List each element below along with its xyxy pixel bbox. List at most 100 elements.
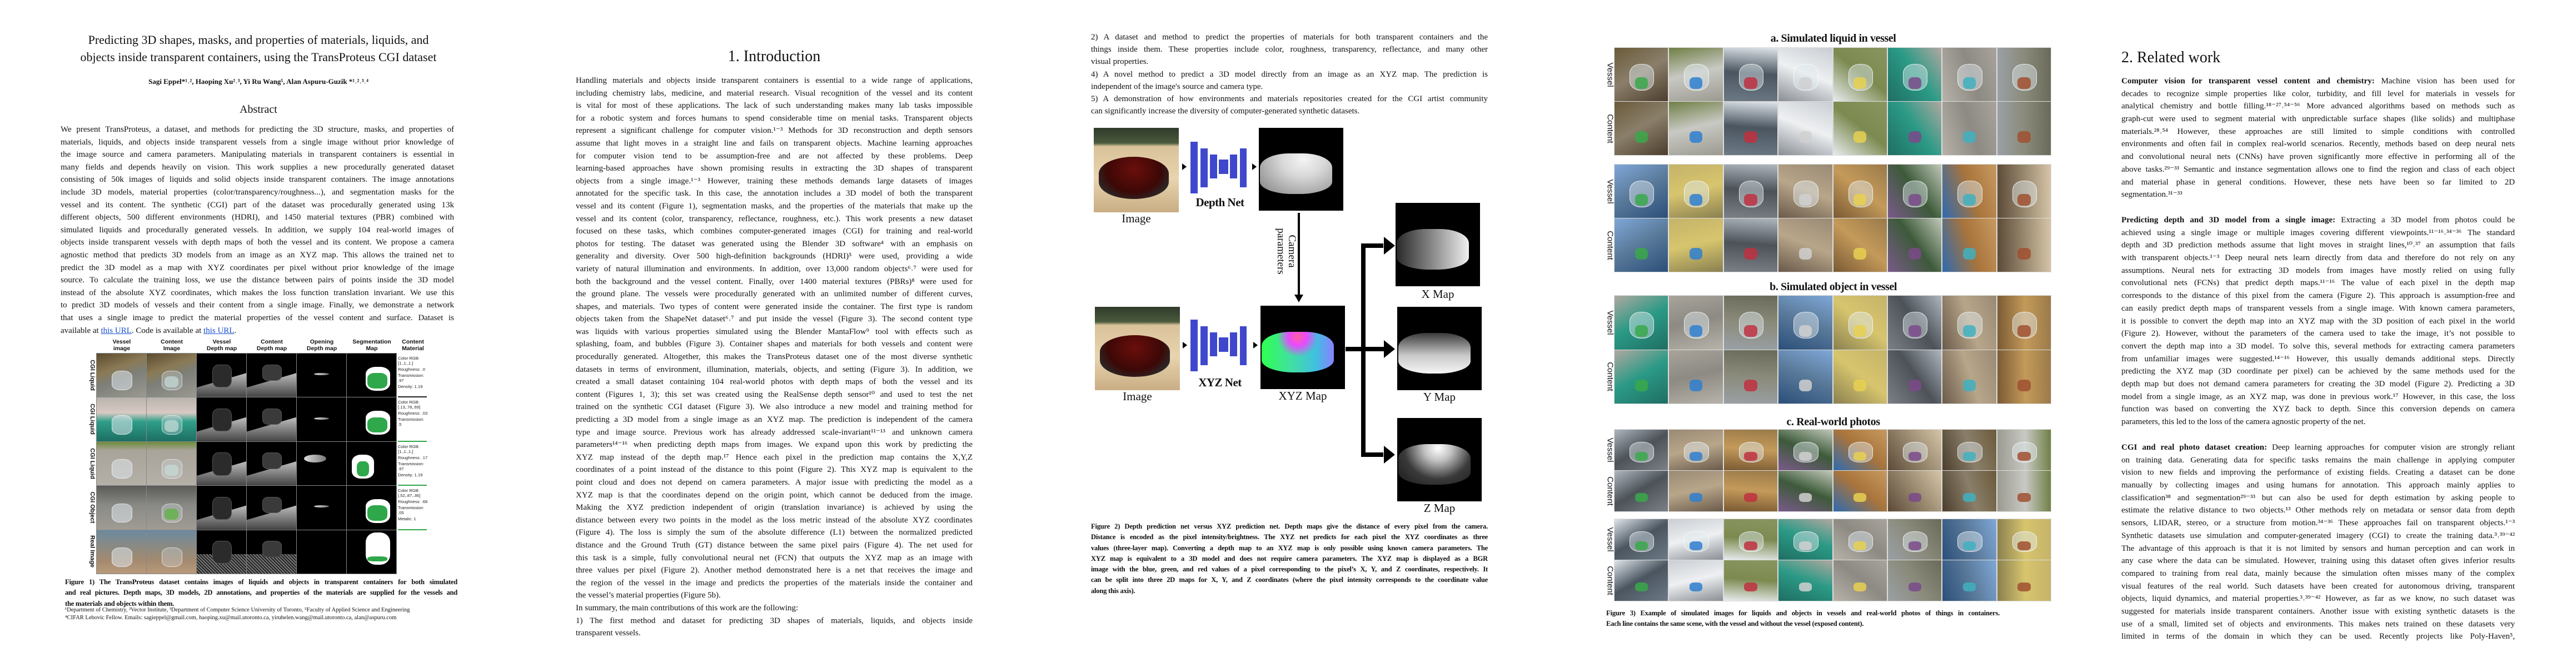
arrow-right-icon [1182, 163, 1187, 170]
vessel-depth-map [196, 441, 247, 486]
vessel-photo [1778, 429, 1833, 471]
content-shape [1798, 541, 1812, 551]
text-line: compared to training from real data, mai… [2121, 569, 2515, 578]
image-label: Image [1123, 390, 1152, 403]
segmentation-map [346, 441, 397, 486]
text-line: photos for testing. The dataset was gene… [576, 239, 973, 248]
opening-ellipse [314, 417, 329, 420]
text-line: independent of the image's source and ca… [1091, 82, 1263, 91]
vessel-shape [111, 415, 133, 435]
text-line: 4) A novel method to predict a 3D model … [1091, 69, 1488, 79]
content-shape [1798, 247, 1812, 260]
material-property: Density: 1.19 [398, 472, 423, 477]
paper-title: Predicting 3D shapes, masks, and propert… [56, 31, 461, 66]
content-shape [2017, 247, 2031, 260]
content-shape [1963, 541, 1976, 551]
text-line: depth map but does not demand camera par… [2121, 379, 2515, 389]
vessel-depth-map [196, 529, 247, 574]
content-shape [1690, 493, 1703, 502]
content-shape [1908, 325, 1921, 337]
text-line: visual properties. [1091, 57, 1149, 67]
text-line: predicting the XYZ map (3D coordinate pe… [2121, 367, 2515, 376]
text-line: 5) A demonstration of how environments a… [1091, 94, 1488, 103]
network-layer [1190, 142, 1198, 193]
text-line: shapes, and materials. Two types of cont… [576, 302, 973, 311]
row-label: CGI Object [89, 491, 96, 524]
content-photo [1832, 218, 1887, 272]
content-shape [1963, 131, 1976, 143]
paragraph-lead: Predicting depth and 3D model from a sin… [2121, 216, 2335, 225]
content-photo [1996, 101, 2052, 156]
text-line: use of a small, limited set of objects a… [2121, 619, 2515, 629]
text-line: We present TransProteus, a dataset, and … [61, 125, 454, 134]
text-line: consisting of 50k images of liquids and … [61, 175, 454, 185]
related-work-paragraph: CGI and real photo dataset creation: Dee… [2121, 441, 2515, 643]
arrow-right-icon [1253, 342, 1258, 349]
vessel-shape [1902, 311, 1928, 339]
vessel-image [96, 485, 147, 530]
content-shape [1963, 493, 1976, 502]
content-photo [1778, 101, 1833, 156]
content-photo [1942, 349, 1997, 404]
content-photo [1778, 470, 1833, 512]
content-shape [1798, 325, 1812, 337]
abstract-body: We present TransProteus, a dataset, and … [61, 123, 454, 325]
vessel-photo [1613, 519, 1669, 560]
network-layer [1240, 148, 1247, 187]
content-shape [2017, 583, 2031, 592]
text-line: agnostic method that predicts 3D models … [61, 250, 454, 260]
content-photo [1887, 349, 1942, 404]
depth-object [262, 452, 282, 469]
text-line: can be split into three 2D maps for X, Y… [1091, 576, 1488, 584]
content-photo [1832, 101, 1887, 156]
network-layer [1190, 320, 1198, 371]
opening-depth-map [296, 352, 347, 398]
depth-object [212, 496, 232, 520]
content-shape [1690, 583, 1703, 592]
vessel-shape [161, 547, 183, 567]
xyz-net-label: XYZ Net [1198, 376, 1242, 389]
depth-object [262, 364, 282, 381]
text-line: generality and diversity. Over 500 high-… [576, 252, 973, 261]
split-connector [1361, 243, 1383, 248]
text-line: limited in terms of the domain in which … [2121, 632, 2515, 641]
text-line: Computer vision for transparent vessel c… [2121, 75, 2515, 88]
segmentation-map [346, 397, 397, 442]
text-line: Handling materials and objects inside tr… [576, 76, 973, 85]
text-line: type and image source. Previous work has… [576, 427, 973, 437]
network-layer [1200, 326, 1208, 365]
row-label: Real Image [89, 535, 96, 568]
z-bowl-shape [1398, 444, 1471, 485]
vessel-row-label: Vessel [1605, 310, 1615, 335]
network-layer [1240, 326, 1247, 365]
segmentation-map [346, 485, 397, 530]
vessel-photo [1778, 164, 1833, 218]
paragraph-text: Machine vision has been used for [2374, 77, 2515, 86]
x-map-label: X Map [1421, 287, 1454, 301]
paragraph-text: Extracting a 3D model from photos could … [2335, 216, 2515, 225]
column-header-line: Content [161, 339, 183, 345]
content-shape [1853, 541, 1867, 551]
content-row-label: Content [1605, 476, 1615, 506]
content-shape [1744, 452, 1757, 461]
content-shape [1798, 379, 1812, 391]
content-shape [1853, 493, 1867, 502]
content-photo [1778, 560, 1833, 601]
vessel-shape [111, 459, 133, 479]
dataset-link[interactable]: this URL [101, 326, 132, 335]
text-line: content (Figures 1, 3); this set was cre… [576, 390, 973, 399]
vessel-shape [111, 371, 133, 391]
code-link[interactable]: this URL [203, 326, 235, 335]
title-line: Predicting 3D shapes, masks, and propert… [88, 33, 429, 47]
content-photo [1613, 560, 1669, 601]
material-property: Roughness: .03 [398, 411, 428, 416]
column-header-line: Image [163, 345, 181, 352]
content-shape [165, 508, 178, 520]
content-photo [1832, 560, 1887, 601]
content-depth-map [246, 441, 297, 486]
content-shape [1963, 379, 1976, 391]
related-work-paragraph: Computer vision for transparent vessel c… [2121, 75, 2515, 201]
column-header-line: image [113, 345, 131, 352]
text-line: suggested for materials inside transpare… [2121, 606, 2515, 616]
